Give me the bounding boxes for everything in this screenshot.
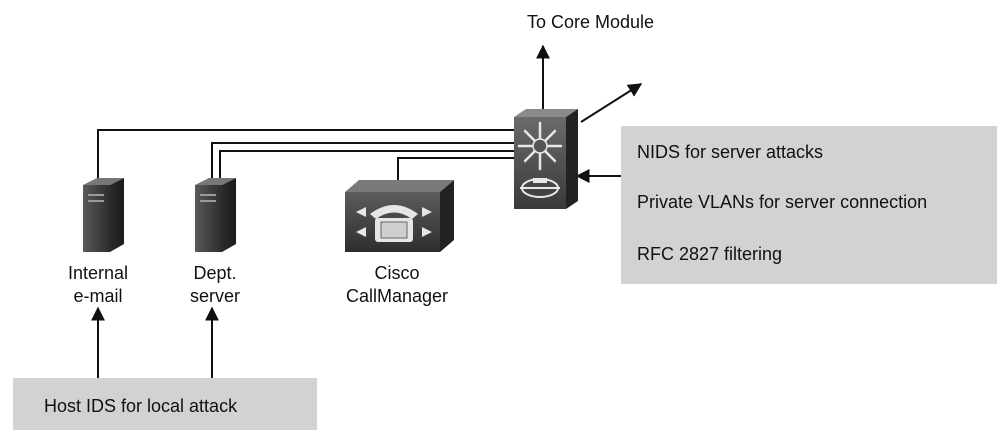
call-manager-icon	[345, 180, 454, 252]
server-icon	[83, 178, 124, 252]
host-ids-box: Host IDS for local attack	[13, 378, 317, 430]
server-icon	[195, 178, 236, 252]
host-ids-text: Host IDS for local attack	[44, 396, 238, 416]
feature-item: RFC 2827 filtering	[637, 244, 783, 264]
to-core-module-label: To Core Module	[527, 12, 655, 32]
feature-item: NIDS for server attacks	[637, 142, 824, 162]
arrow-diagonal	[580, 83, 643, 123]
link-internal-email	[97, 129, 514, 178]
internal-email-label-line1: Internal	[67, 263, 129, 283]
arrows	[91, 44, 643, 378]
link-call-manager	[397, 157, 514, 180]
internal-email-label-line2: e-mail	[73, 286, 123, 306]
feature-item: Private VLANs for server connection	[637, 192, 928, 212]
link-dept-server	[211, 142, 514, 178]
call-manager-label-line2: CallManager	[345, 286, 449, 306]
switch-icon	[514, 109, 578, 209]
link-dept-server-2	[219, 150, 514, 178]
dept-server-label-line1: Dept.	[193, 263, 237, 283]
features-box: NIDS for server attacks Private VLANs fo…	[621, 126, 997, 284]
connection-lines	[97, 129, 514, 180]
call-manager-label-line1: Cisco	[374, 263, 420, 283]
dept-server-label-line2: server	[189, 286, 240, 306]
